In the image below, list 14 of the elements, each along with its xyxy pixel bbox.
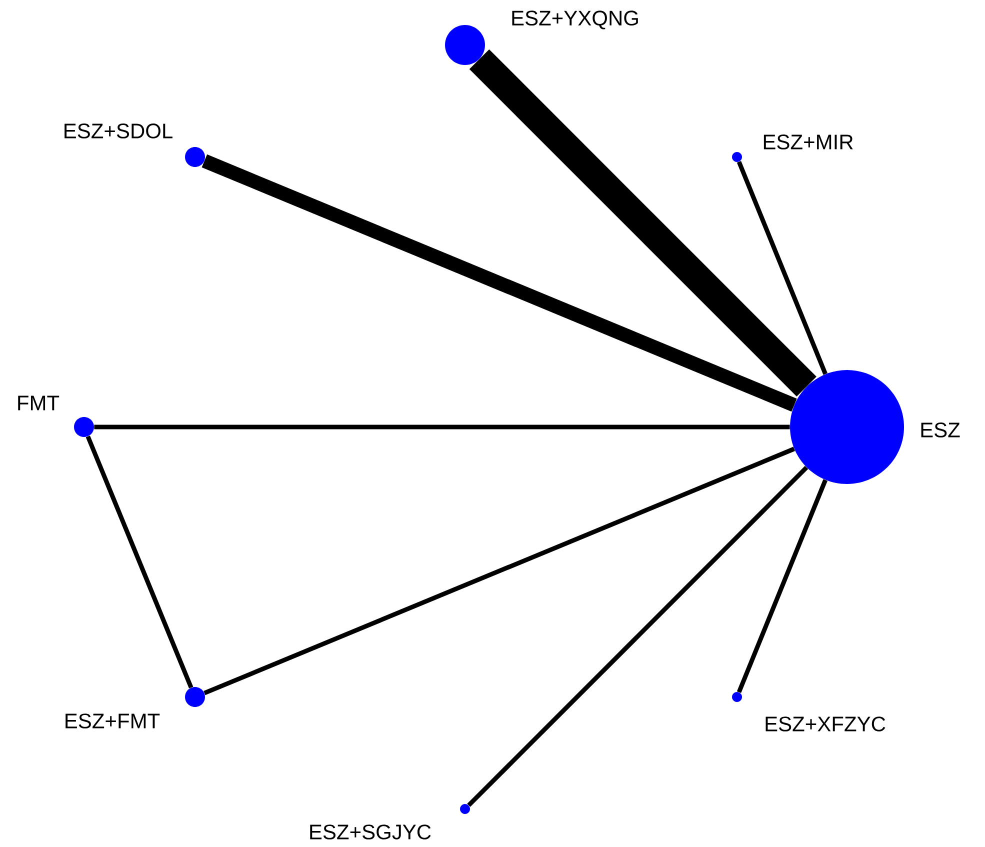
node-label: ESZ+SGJYC xyxy=(310,824,431,840)
node-label: ESZ+YXQNG xyxy=(512,10,638,30)
network-edge xyxy=(86,436,194,688)
node-label: ESZ+MIR xyxy=(764,134,853,150)
node-label: ESZ xyxy=(921,422,960,438)
network-edge xyxy=(736,479,828,694)
node-label: ESZ+SDOL xyxy=(64,124,172,138)
node-label: FMT xyxy=(18,396,60,410)
network-edge xyxy=(736,160,828,375)
node-label: ESZ+XFZYC xyxy=(766,716,886,732)
network-edge xyxy=(467,466,808,807)
node-label: ESZ+FMT xyxy=(66,714,160,728)
network-edge xyxy=(94,424,790,430)
network-edge xyxy=(204,446,796,696)
